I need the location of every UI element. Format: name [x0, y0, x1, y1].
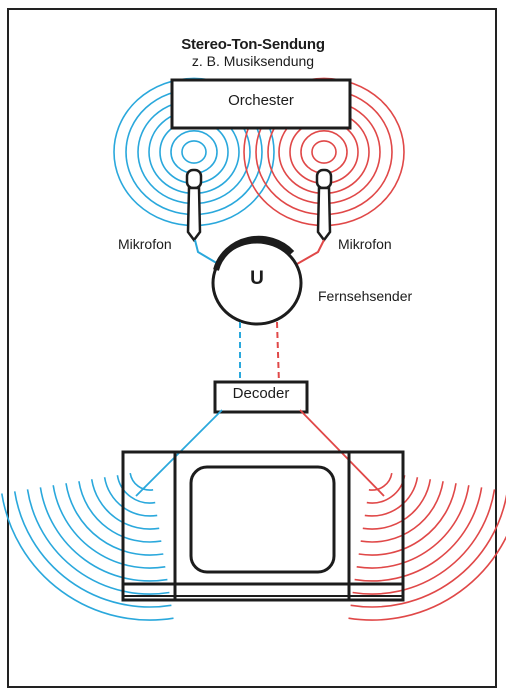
speaker-wave-arc — [13, 491, 172, 608]
speaker-wave-arc — [350, 493, 506, 608]
speaker-wave-arc — [116, 475, 156, 504]
speaker-wave-arc — [362, 479, 432, 530]
speaker-wave-arc — [354, 487, 483, 582]
sound-wave-ring — [300, 130, 348, 174]
speaker-wave-arc — [90, 479, 160, 530]
sound-wave-ring — [311, 140, 337, 164]
speaker-wave-arc — [356, 485, 470, 569]
right-microphone-icon — [315, 168, 333, 243]
diagram-frame — [7, 8, 497, 688]
left-microphone-label: Mikrofon — [118, 236, 172, 252]
right-microphone-label: Mikrofon — [338, 236, 392, 252]
speaker-wave-arc — [364, 477, 419, 517]
speaker-wave-arc — [78, 481, 162, 543]
speaker-wave-arc — [129, 472, 154, 491]
right-signal-line — [276, 321, 280, 385]
speaker-wave-arc — [52, 485, 166, 569]
right-speaker-waves — [348, 472, 506, 621]
speaker-wave-arc — [358, 483, 457, 556]
decoder-box — [213, 380, 309, 414]
transmitter-icon — [211, 235, 303, 326]
orchestra-box — [170, 78, 352, 130]
speaker-wave-arc — [1, 493, 174, 621]
speaker-wave-arc — [368, 472, 393, 491]
diagram-subtitle: z. B. Musiksendung — [191, 53, 315, 69]
transmitter-label: Fernsehsender — [318, 288, 413, 304]
speaker-wave-arc — [366, 475, 406, 504]
speaker-wave-arc — [352, 489, 496, 595]
speaker-wave-arc — [26, 489, 170, 595]
sound-wave-ring — [181, 140, 207, 164]
speaker-wave-arc — [39, 487, 168, 582]
transmitter-symbol: U — [250, 268, 264, 289]
decoder-label: Decoder — [232, 385, 290, 402]
left-speaker-waves — [1, 472, 174, 621]
diagram-title: Stereo-Ton-Sendung — [181, 36, 325, 53]
right-cable — [289, 239, 325, 269]
orchestra-label: Orchester — [228, 92, 294, 109]
sound-wave-ring — [170, 130, 218, 174]
television-icon — [121, 450, 405, 602]
left-microphone-icon — [185, 168, 203, 243]
speaker-wave-arc — [348, 535, 506, 621]
speaker-wave-arc — [360, 481, 444, 543]
speaker-wave-arc — [65, 483, 164, 556]
